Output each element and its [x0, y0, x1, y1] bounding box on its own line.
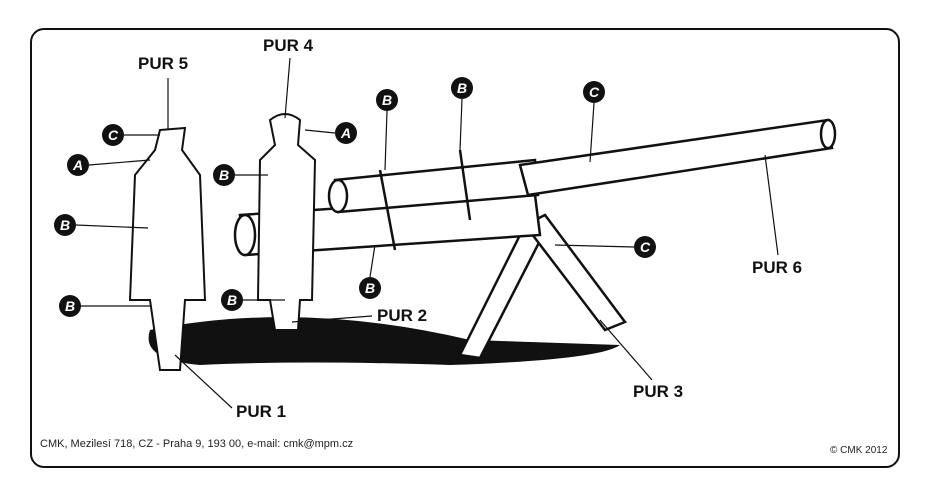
- marker-c: C: [634, 236, 656, 258]
- marker-b: B: [213, 164, 235, 186]
- label-pur5: PUR 5: [138, 54, 189, 73]
- marker-b: B: [359, 277, 381, 299]
- marker-b: B: [221, 289, 243, 311]
- label-pur6: PUR 6: [752, 258, 803, 277]
- diagram-frame: [30, 28, 900, 468]
- label-pur4: PUR 4: [263, 36, 314, 55]
- marker-c: C: [102, 124, 124, 146]
- marker-b: B: [451, 77, 473, 99]
- marker-c: C: [583, 81, 605, 103]
- ground-shadow: [148, 317, 621, 365]
- label-pur2: PUR 2: [377, 306, 428, 325]
- leader-lines: [75, 57, 779, 409]
- marker-a: A: [335, 122, 357, 144]
- marker-a: A: [67, 154, 89, 176]
- cannon: [233, 118, 837, 360]
- figures: [128, 113, 317, 371]
- footer-copyright: © CMK 2012: [830, 445, 888, 456]
- marker-b: B: [59, 295, 81, 317]
- marker-b: B: [54, 214, 76, 236]
- label-pur1: PUR 1: [236, 402, 287, 421]
- marker-b: B: [376, 89, 398, 111]
- footer-address: CMK, Mezilesí 718, CZ - Praha 9, 193 00,…: [40, 438, 354, 450]
- label-pur3: PUR 3: [633, 382, 684, 401]
